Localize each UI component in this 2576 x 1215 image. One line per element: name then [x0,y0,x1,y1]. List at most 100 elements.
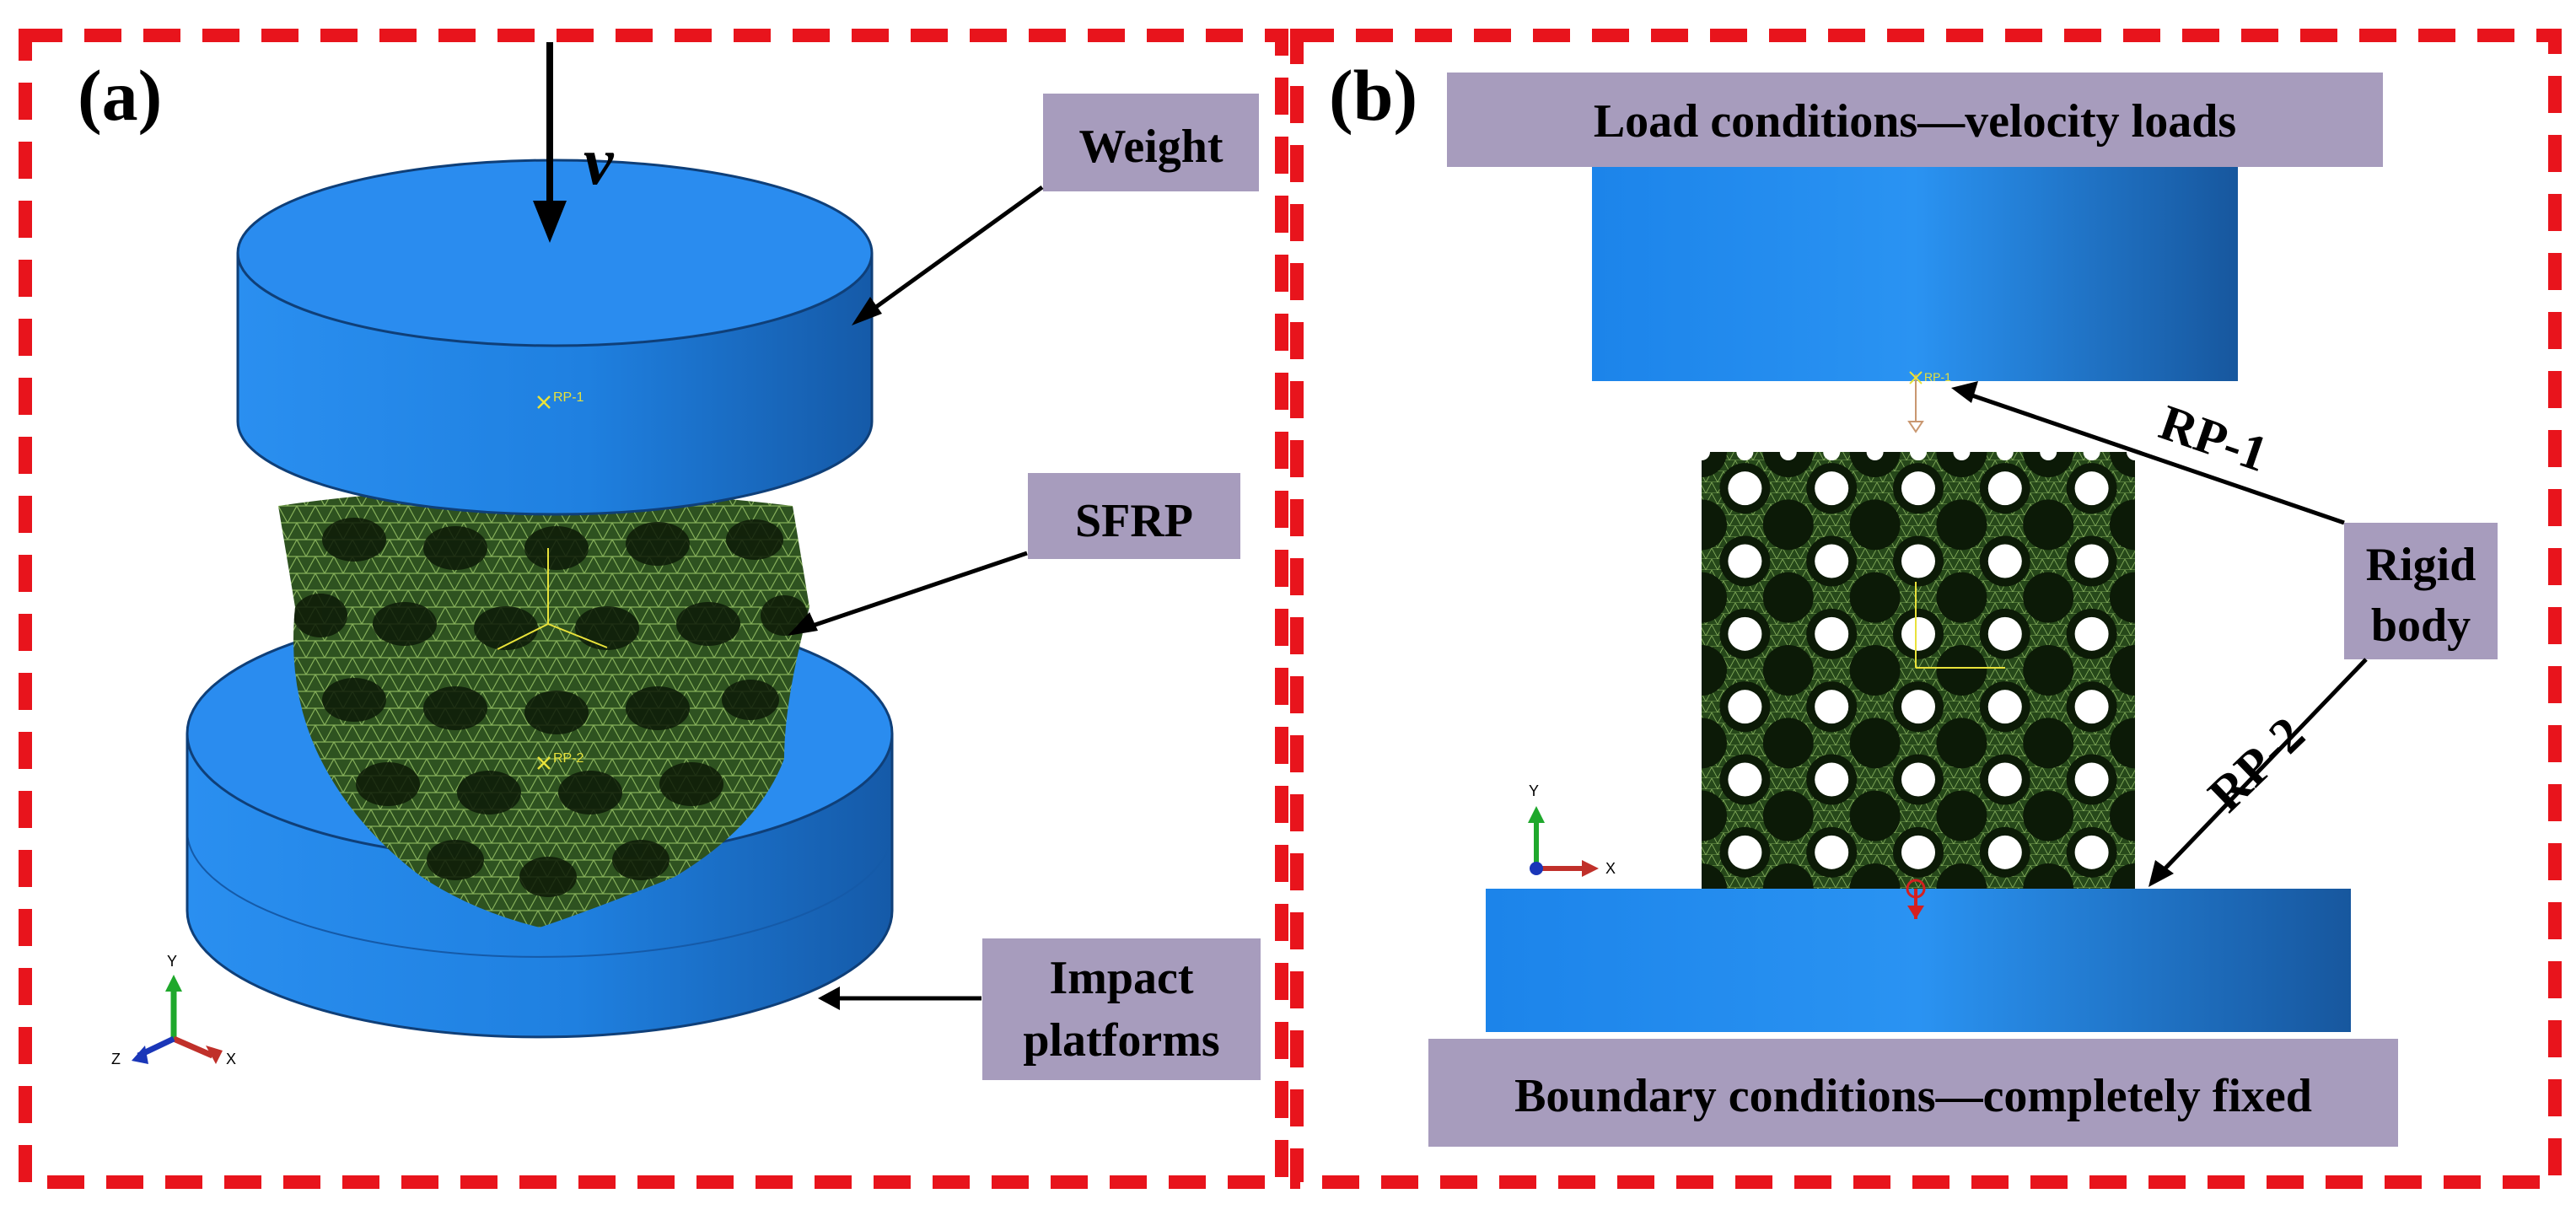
lattice-hole-ring [1849,863,1901,889]
velocity-symbol: v [583,125,615,199]
local-axes-a [497,548,608,650]
local-axes-b [1915,582,2005,669]
lattice-hole-ring [2110,452,2135,477]
lattice-hole-ring [1849,572,1901,623]
rp1-label-a: RP-1 [553,390,584,405]
lattice-hole-ring [1762,863,1814,889]
lattice-hole-ring [1702,499,1727,551]
lattice-hole [1815,616,1849,651]
lattice-hole-ring [1936,572,1987,623]
lattice-hole-ring [2023,790,2074,841]
lattice-hole [1815,690,1849,724]
lattice-hole [1815,544,1849,578]
lattice-hole [1901,690,1935,724]
top-rigid-plate [1592,167,2238,381]
lattice-hole [1815,762,1849,797]
rigid-body-line2: body [2371,599,2471,652]
lattice-hole-ring [2110,863,2135,889]
lattice-hole [1728,544,1762,578]
lattice-hole [1728,471,1762,506]
impact-callout-line1: Impact [1049,952,1193,1004]
lattice-hole-ring [1762,572,1814,623]
lattice-hole [1728,690,1762,724]
panel-a-label: (a) [78,55,162,136]
lattice-hole [2074,471,2109,506]
impact-callout: Impact platforms [818,937,1262,1082]
panel-b-label: (b) [1329,55,1417,136]
lattice-hole-ring [1849,452,1901,477]
lattice-hole [2074,616,2109,651]
lattice-hole-ring [1936,790,1987,841]
lattice-hole-ring [1936,863,1987,889]
lattice-hole-ring [1702,863,1727,889]
rp1-arrow-label: RP-1 [2153,394,2274,482]
weight-callout: Weight [852,92,1261,325]
lattice-hole-ring [2023,645,2074,696]
lattice-hole [1987,616,2022,651]
rp2-marker-a: RP-2 [537,751,584,770]
sfrp-callout: SFRP [788,471,1242,636]
lattice-edge-notch [1823,452,1841,460]
lattice-edge-notch [1736,452,1754,460]
boundary-conditions-text: Boundary conditions—completely fixed [1514,1070,2312,1122]
lattice-edge-notch [2040,452,2057,460]
lattice-hole-ring [1936,452,1987,477]
boundary-conditions-banner: Boundary conditions—completely fixed [1428,1039,2398,1147]
rp1-small-label-b: RP-1 [1924,370,1951,384]
lattice-hole [1728,835,1762,869]
rp1-arrow-b [1951,381,2345,525]
load-conditions-banner: Load conditions—velocity loads [1447,73,2383,167]
lattice-edge-notch [1866,452,1884,460]
lattice-hole [1728,762,1762,797]
lattice-edge-notch [1953,452,1971,460]
lattice-hole [1987,690,2022,724]
lattice-hole-ring [1702,718,1727,769]
sfrp-lattice-block [1702,452,2135,889]
lattice-hole [1815,471,1849,506]
lattice-hole [2074,835,2109,869]
lattice-hole [1987,835,2022,869]
lattice-hole-ring [1762,452,1814,477]
lattice-hole-ring [1702,452,1727,477]
lattice-hole-ring [2023,572,2074,623]
lattice-hole-ring [1936,645,1987,696]
lattice-hole-ring [1762,790,1814,841]
impact-callout-line2: platforms [1023,1014,1219,1067]
lattice-edge-notch [2127,452,2135,460]
lattice-hole [1987,471,2022,506]
lattice-hole [1987,544,2022,578]
global-axes-triad-b: Y X [1528,782,1616,877]
lattice-hole-ring [2110,499,2135,551]
lattice-hole-ring [1702,572,1727,623]
lattice-hole [1815,835,1849,869]
lattice-hole [1901,544,1935,578]
lattice-hole-ring [1849,790,1901,841]
lattice-hole [1901,762,1935,797]
global-axes-triad-a: Y X Z [111,953,236,1067]
lattice-hole-ring [1702,790,1727,841]
weight-cylinder [236,159,874,516]
velocity-arrow [533,42,567,243]
rp2-label-a: RP-2 [553,751,584,766]
lattice-hole [1728,616,1762,651]
axis-y-label-a: Y [167,953,177,970]
rp1-marker-b: RP-1 [1907,370,1951,433]
lattice-hole-ring [2110,790,2135,841]
lattice-hole [1901,616,1935,651]
lattice-hole [2074,762,2109,797]
lattice-hole-ring [1849,499,1901,551]
lattice-edge-notch [2083,452,2100,460]
lattice-hole-ring [2023,499,2074,551]
axis-y-label-b: Y [1529,782,1539,799]
lattice-hole-ring [2110,572,2135,623]
lattice-edge-notch [1910,452,1927,460]
lattice-hole-ring [2110,718,2135,769]
weight-callout-text: Weight [1078,121,1223,173]
lattice-hole-ring [1849,718,1901,769]
lattice-hole [2074,544,2109,578]
lattice-hole-ring [2023,718,2074,769]
lattice-edge-notch [1996,452,2014,460]
lattice-edge-notch [1779,452,1797,460]
lattice-hole-ring [1762,499,1814,551]
